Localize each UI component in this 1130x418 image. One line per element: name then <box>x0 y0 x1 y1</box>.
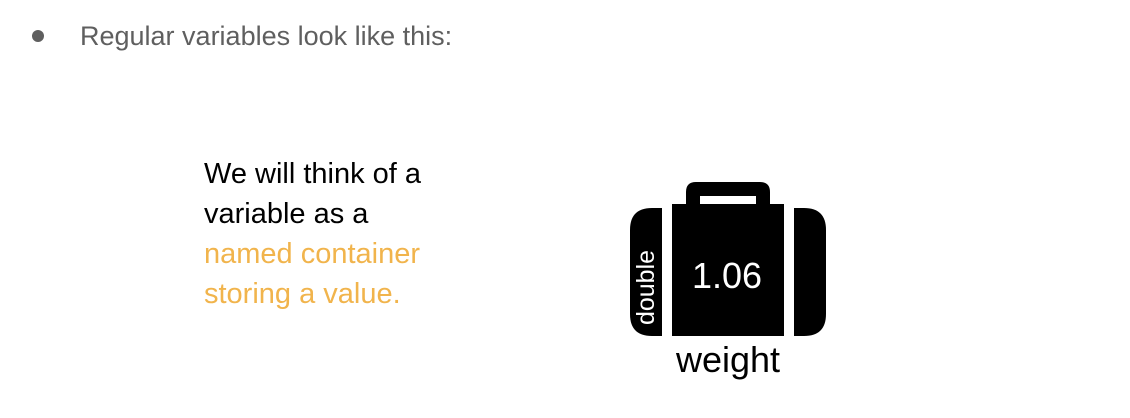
variable-name-label: weight <box>675 339 781 380</box>
explanation-highlight-line-2: storing a value. <box>204 278 401 310</box>
bullet-text: Regular variables look like this: <box>80 21 453 51</box>
suitcase-right-panel <box>794 208 826 336</box>
explanation-line-2: variable as a <box>204 198 369 230</box>
bullet-dot <box>32 30 44 42</box>
suitcase-icon <box>630 182 826 336</box>
suitcase-body <box>672 204 784 336</box>
variable-value-label: 1.06 <box>691 255 763 296</box>
explanation-line-1: We will think of a <box>204 158 422 190</box>
explanation-text: We will think of a variable as a named c… <box>204 154 504 314</box>
suitcase-handle <box>686 182 770 204</box>
suitcase-left-panel <box>630 208 662 336</box>
explanation-highlight-line-1: named container <box>204 238 421 270</box>
variable-type-label: double <box>632 249 661 325</box>
bullet-item: Regular variables look like this: <box>32 18 452 54</box>
